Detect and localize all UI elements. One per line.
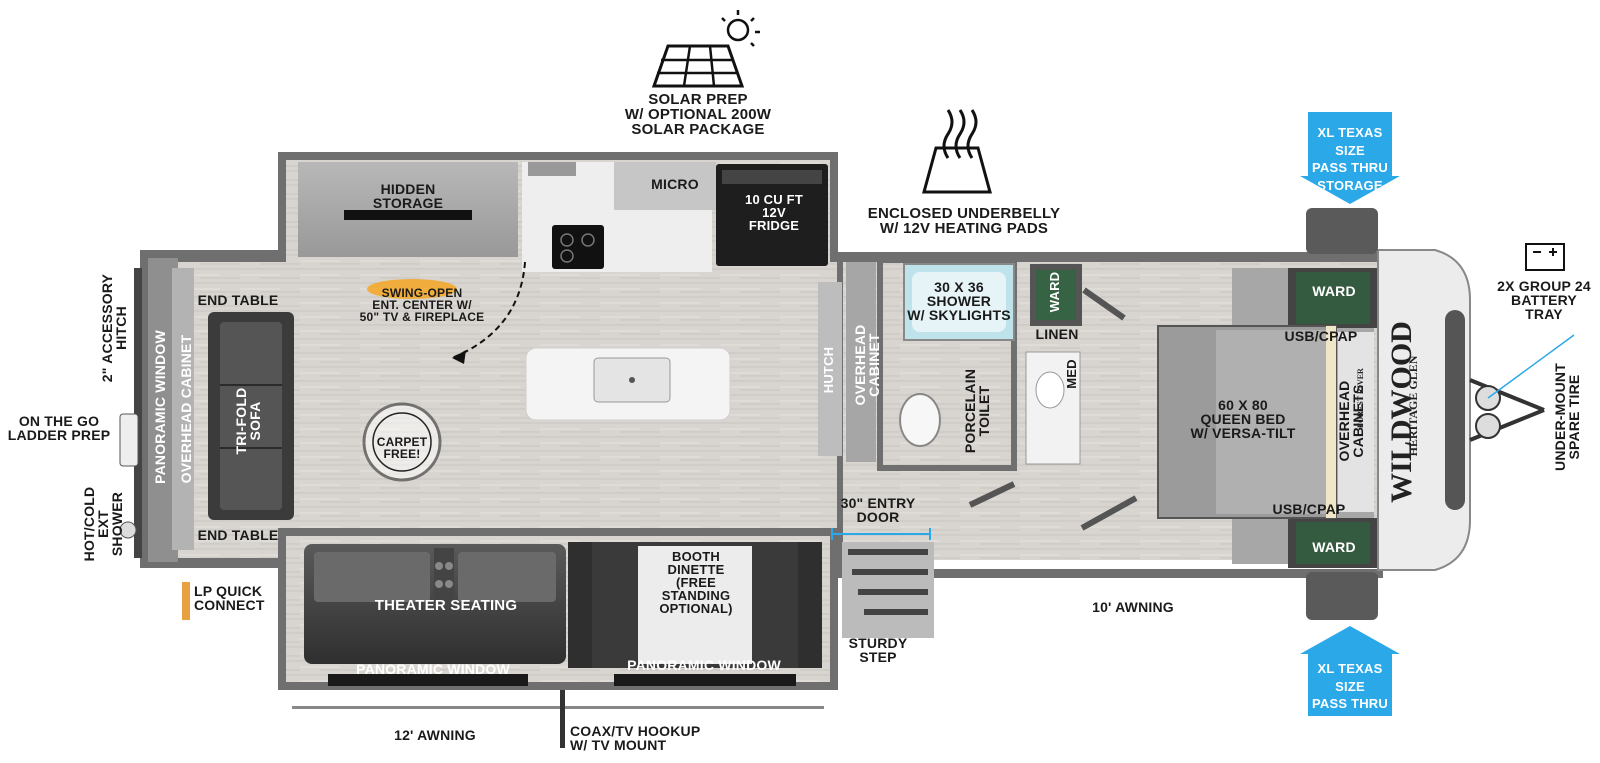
hutch-label: HUTCH [821,346,836,394]
usb-bottom-label: USB/CPAP [1272,501,1346,517]
panoramic-window-right [614,674,796,686]
panoramic-left-label: PANORAMIC WINDOW [356,661,510,677]
booth-dinette [568,542,822,668]
coax-label: COAX/TV HOOKUP W/ TV MOUNT [570,723,701,753]
overhead-cabinets [1338,332,1374,512]
bathroom-walls [877,257,1017,471]
entry-steps [831,528,934,638]
lp-connect-label: LP QUICK CONNECT [194,583,265,613]
solar-label: SOLAR PREP W/ OPTIONAL 200W SOLAR PACKAG… [624,91,772,138]
ext-shower-label: HOT/COLD EXT SHOWER [81,486,125,562]
ladder-prep-label: ON THE GO LADDER PREP [7,413,111,443]
accessory-hitch-label: 2" ACCESSORY HITCH [99,273,129,383]
tri-fold-sofa [208,312,294,520]
fridge-label: 10 CU FT 12V FRIDGE [745,192,803,233]
pass-thru-top [1306,208,1378,254]
fridge [716,164,828,266]
awning-12-bar [292,706,824,709]
brand-logo-line1: FOREST RIVER [1356,368,1365,428]
battery-label: 2X GROUP 24 BATTERY TRAY [1497,278,1591,322]
microwave [614,162,716,210]
awning-10-label: 10' AWNING [1092,599,1174,615]
med-label: MED [1064,359,1079,389]
fireplace-glow [367,279,457,299]
ward-bath-label: WARD [1047,271,1062,313]
blue-arrow-bottom [1300,626,1400,716]
solar-panel-icon [651,10,760,88]
rear-overhead-cabinet [172,268,194,550]
ward-bottom-label: WARD [1312,539,1356,555]
hutch [818,282,842,456]
entry-door-label: 30" ENTRY DOOR [840,495,916,525]
heating-pad-icon [922,109,992,194]
overhead-cabinets-label: OVERHEAD CABINETS [1336,380,1366,462]
theater-label: THEATER SEATING [374,597,518,614]
hidden-storage-label: HIDDEN STORAGE [372,181,444,211]
overhead-cabinet [846,262,876,462]
lp-connect [182,582,190,620]
end-table-bottom-label: END TABLE [197,527,279,543]
toilet-label: PORCELAIN TOILET [962,368,992,454]
awning-12-label: 12' AWNING [394,727,476,743]
hitch [1469,334,1575,442]
panoramic-rear-label: PANORAMIC WINDOW [152,330,168,484]
spare-tire-label: UNDER-MOUNT SPARE TIRE [1552,363,1582,471]
ladder-prep [119,413,139,467]
overhead-rear-label: OVERHEAD CABINET [178,334,194,484]
pass-thru-top-label: XL TEXAS SIZE PASS THRU STORAGE [1312,125,1388,193]
overhead-cabinet-label: OVERHEAD CABINET [852,324,882,406]
sofa-label: TRI-FOLD SOFA [233,387,263,455]
linen-label: LINEN [1035,326,1079,342]
theater-seating [304,544,566,664]
ext-shower [119,521,137,539]
micro-label: MICRO [651,176,699,192]
coax-mount [560,690,565,748]
ent-center-label: SWING-OPEN ENT. CENTER W/ 50" TV & FIREP… [359,286,485,324]
carpet-free-label: CARPET FREE! [376,435,428,461]
end-table-top-label: END TABLE [197,292,279,308]
pass-thru-bottom-label: XL TEXAS SIZE PASS THRU STORAGE [1312,661,1388,729]
carpet-free-stamp [362,402,442,482]
swing-arrow [451,261,526,359]
dinette-label: BOOTH DINETTE (FREE STANDING OPTIONAL) [659,549,733,616]
blue-arrow-top [1300,112,1400,204]
usb-top-label: USB/CPAP [1284,328,1358,344]
panoramic-right-label: PANORAMIC WINDOW [627,657,781,673]
underbelly-label: ENCLOSED UNDERBELLY W/ 12V HEATING PADS [867,205,1061,237]
bed-label: 60 X 80 QUEEN BED W/ VERSA-TILT [1190,397,1296,441]
stove [552,225,604,269]
hidden-storage [298,162,518,257]
brand-logo-line2: HERITAGE GLEN [1406,355,1420,457]
panoramic-window-left [328,674,528,686]
toilet [899,393,941,447]
pass-thru-bottom [1306,572,1378,620]
battery-icon [1525,243,1565,271]
shower-label: 30 X 36 SHOWER W/ SKYLIGHTS [907,279,1011,323]
ward-top-label: WARD [1312,283,1356,299]
sturdy-step-label: STURDY STEP [848,635,908,665]
